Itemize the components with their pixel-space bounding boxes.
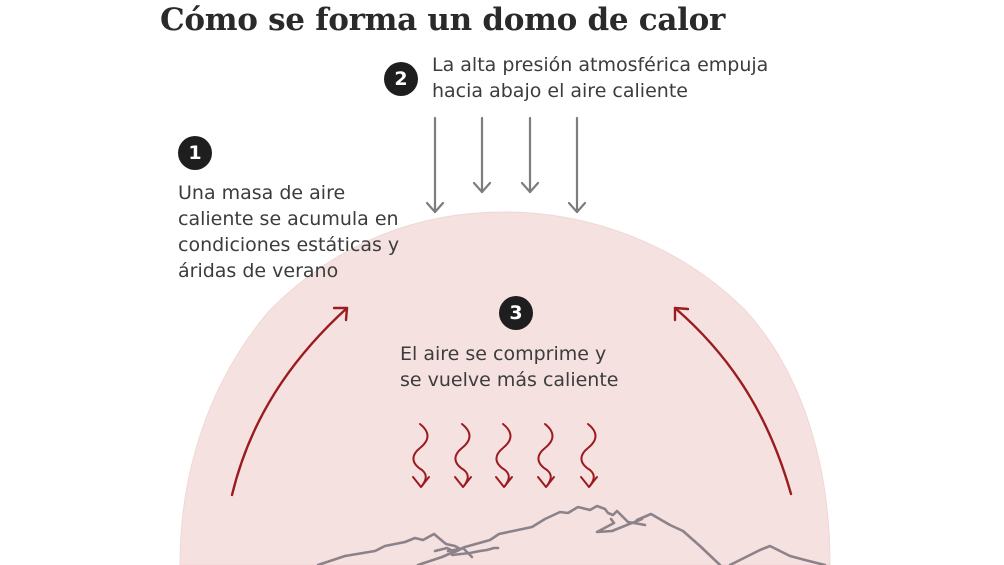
step-1-text: Una masa de aire caliente se acumula en … xyxy=(178,182,400,282)
pressure-arrow-icon xyxy=(472,116,492,194)
pressure-arrow-icon xyxy=(425,116,445,214)
rising-air-arrow-left-icon xyxy=(230,306,349,497)
step-2-text: La alta presión atmosférica empuja hacia… xyxy=(432,54,769,102)
step-3-text: El aire se comprime y se vuelve más cali… xyxy=(400,343,619,391)
rising-air-arrow-right-icon xyxy=(673,306,793,496)
heat-wave-arrow-icon xyxy=(580,423,598,488)
heat-wave-arrow-icon xyxy=(454,423,472,488)
rising-air-arrows xyxy=(230,306,793,497)
heat-wave-arrow-icon xyxy=(495,423,513,488)
mountain-range-icon xyxy=(316,504,827,565)
step-1-badge: 1 xyxy=(178,136,212,170)
step-3-badge: 3 xyxy=(499,296,533,330)
pressure-arrow-icon xyxy=(520,116,540,194)
pressure-arrow-icon xyxy=(567,116,587,214)
heat-wave-arrows xyxy=(412,423,598,488)
heat-wave-arrow-icon xyxy=(412,423,430,488)
pressure-arrows xyxy=(425,116,587,214)
diagram-title: Cómo se forma un domo de calor xyxy=(160,2,726,38)
heat-dome xyxy=(179,211,831,565)
heat-wave-arrow-icon xyxy=(537,423,555,488)
step-2-badge: 2 xyxy=(384,62,418,96)
